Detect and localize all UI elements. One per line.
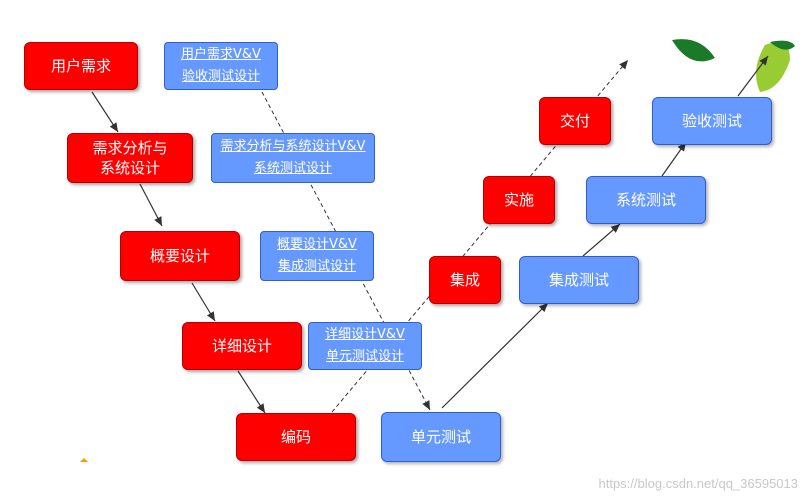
vv-line: 系统测试设计 (253, 161, 332, 176)
watermark: https://blog.csdn.net/qq_36595013 (598, 476, 799, 491)
step-system-test: 系统测试 (586, 176, 706, 224)
arrow-system-to-acceptance (661, 141, 687, 177)
vv-line: 用户需求V&V (181, 47, 261, 62)
vv-box-analysis: 需求分析与系统设计V&V 系统测试设计 (211, 133, 375, 183)
step-deliver: 交付 (539, 97, 611, 145)
vv-line: 概要设计V&V (277, 237, 357, 252)
arrow-requirements-to-analysis (91, 91, 119, 133)
vv-line: 集成测试设计 (277, 259, 356, 274)
vv-box-outline: 概要设计V&V 集成测试设计 (260, 231, 374, 281)
vv-box-requirements: 用户需求V&V 验收测试设计 (164, 42, 278, 90)
arrow-outline-to-detail (191, 282, 216, 322)
step-integration-test: 集成测试 (519, 256, 639, 304)
arrow-detail-to-coding (237, 370, 266, 414)
vv-line: 验收测试设计 (181, 69, 260, 84)
step-integrate: 集成 (429, 256, 501, 304)
step-implement: 实施 (483, 176, 555, 224)
leaf-decoration (770, 40, 795, 50)
vv-line: 详细设计V&V (325, 327, 405, 342)
step-requirements-analysis: 需求分析与 系统设计 (67, 133, 193, 183)
vv-line: 单元测试设计 (325, 349, 404, 364)
step-user-requirements: 用户需求 (24, 42, 138, 90)
step-detailed-design: 详细设计 (182, 322, 302, 370)
leaf-decoration (756, 42, 790, 92)
arrow-analysis-to-outline (139, 183, 163, 227)
step-coding: 编码 (236, 413, 356, 461)
vv-line: 需求分析与系统设计V&V (220, 139, 366, 154)
step-acceptance-test: 验收测试 (652, 97, 772, 145)
vv-box-detail: 详细设计V&V 单元测试设计 (308, 322, 422, 370)
leaf-decoration (672, 39, 715, 62)
arrow-integration-to-system (582, 223, 621, 257)
step-outline-design: 概要设计 (120, 231, 240, 281)
arrow-acceptance-up (737, 55, 769, 97)
arrow-unit-to-integration (441, 302, 549, 409)
decorative-mark (80, 458, 88, 462)
step-unit-test: 单元测试 (381, 412, 501, 462)
